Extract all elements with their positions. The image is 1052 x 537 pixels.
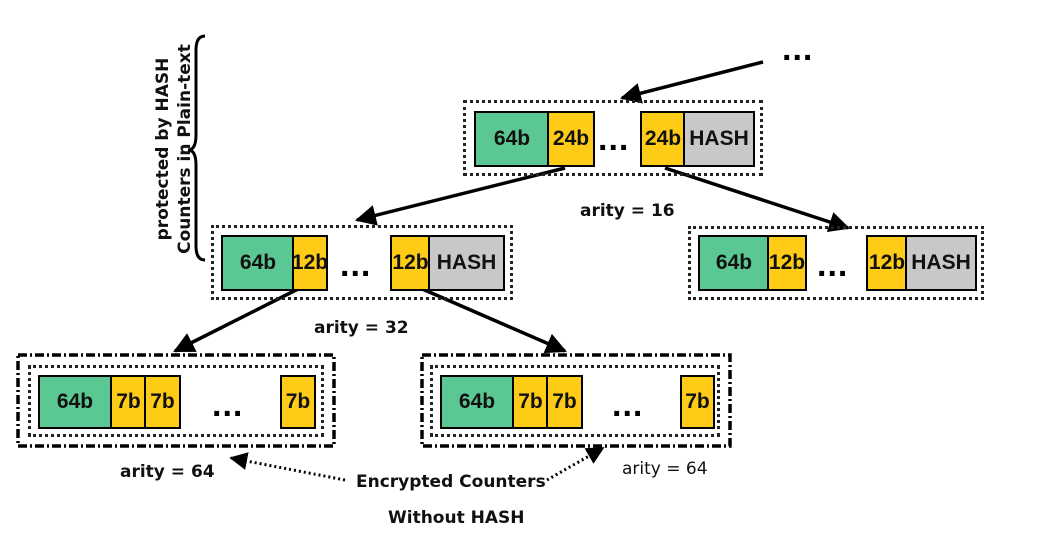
mid-right-ellipsis: ... [817, 246, 849, 284]
mid-left-cell-major: 64b [221, 235, 295, 291]
mid-node-left [211, 225, 513, 300]
mid-left-cell-minor-last: 12b [390, 235, 431, 291]
root-cell-hash: HASH [683, 111, 755, 167]
root-cell-major: 64b [474, 111, 550, 167]
root-cell-minor-first: 24b [547, 111, 595, 167]
root-ellipsis: ... [598, 120, 630, 158]
arrow-top-to-root [619, 60, 764, 104]
mid-left-cell-hash: HASH [428, 235, 505, 291]
mid-left-ellipsis: ... [340, 246, 372, 284]
leaf-right-cell-minor-last: 7b [680, 375, 715, 429]
leaf-left-cell-minor-last: 7b [280, 375, 316, 429]
side-label-line1: protected by HASH [153, 57, 173, 241]
mid-node-right [688, 226, 984, 300]
leaf-left-ellipsis: ... [212, 386, 244, 424]
encrypted-counters-label: Encrypted Counters [356, 472, 546, 492]
side-label: protected by HASH Counters in Plain-text [152, 37, 196, 261]
leaf-left-cell-major: 64b [38, 375, 112, 429]
leaf-left-cell-minor-1: 7b [110, 375, 147, 429]
dotted-arrow-right [546, 446, 605, 482]
leaf-right-cell-major: 64b [440, 375, 514, 429]
arity-16-label: arity = 16 [580, 201, 675, 221]
leaf-right-outer-frame [420, 353, 732, 448]
arity-64-left-label: arity = 64 [120, 462, 215, 482]
more-nodes-ellipsis: ... [782, 30, 814, 68]
arity-64-right-label: arity = 64 [622, 459, 708, 479]
leaf-right-cell-minor-1: 7b [512, 375, 549, 429]
dotted-arrow-left [229, 452, 346, 482]
root-node [463, 100, 763, 176]
arity-32-label: arity = 32 [314, 318, 409, 338]
mid-right-cell-major: 64b [698, 235, 770, 291]
leaf-left-outer-frame [16, 353, 336, 448]
leaf-right-cell-minor-2: 7b [546, 375, 583, 429]
brace [187, 34, 206, 262]
side-label-line2: Counters in Plain-text [175, 44, 195, 254]
leaf-node-left [28, 365, 324, 437]
mid-right-cell-hash: HASH [905, 235, 977, 291]
mid-right-cell-minor-first: 12b [767, 235, 807, 291]
without-hash-label: Without HASH [388, 508, 525, 528]
leaf-node-right [430, 365, 720, 437]
root-cell-minor-last: 24b [640, 111, 686, 167]
mid-right-cell-minor-last: 12b [866, 235, 908, 291]
mid-left-cell-minor-first: 12b [292, 235, 328, 291]
arrow-root-to-right [664, 166, 850, 233]
leaf-right-ellipsis: ... [612, 386, 644, 424]
leaf-left-cell-minor-2: 7b [144, 375, 181, 429]
arrow-root-to-left [354, 166, 566, 226]
